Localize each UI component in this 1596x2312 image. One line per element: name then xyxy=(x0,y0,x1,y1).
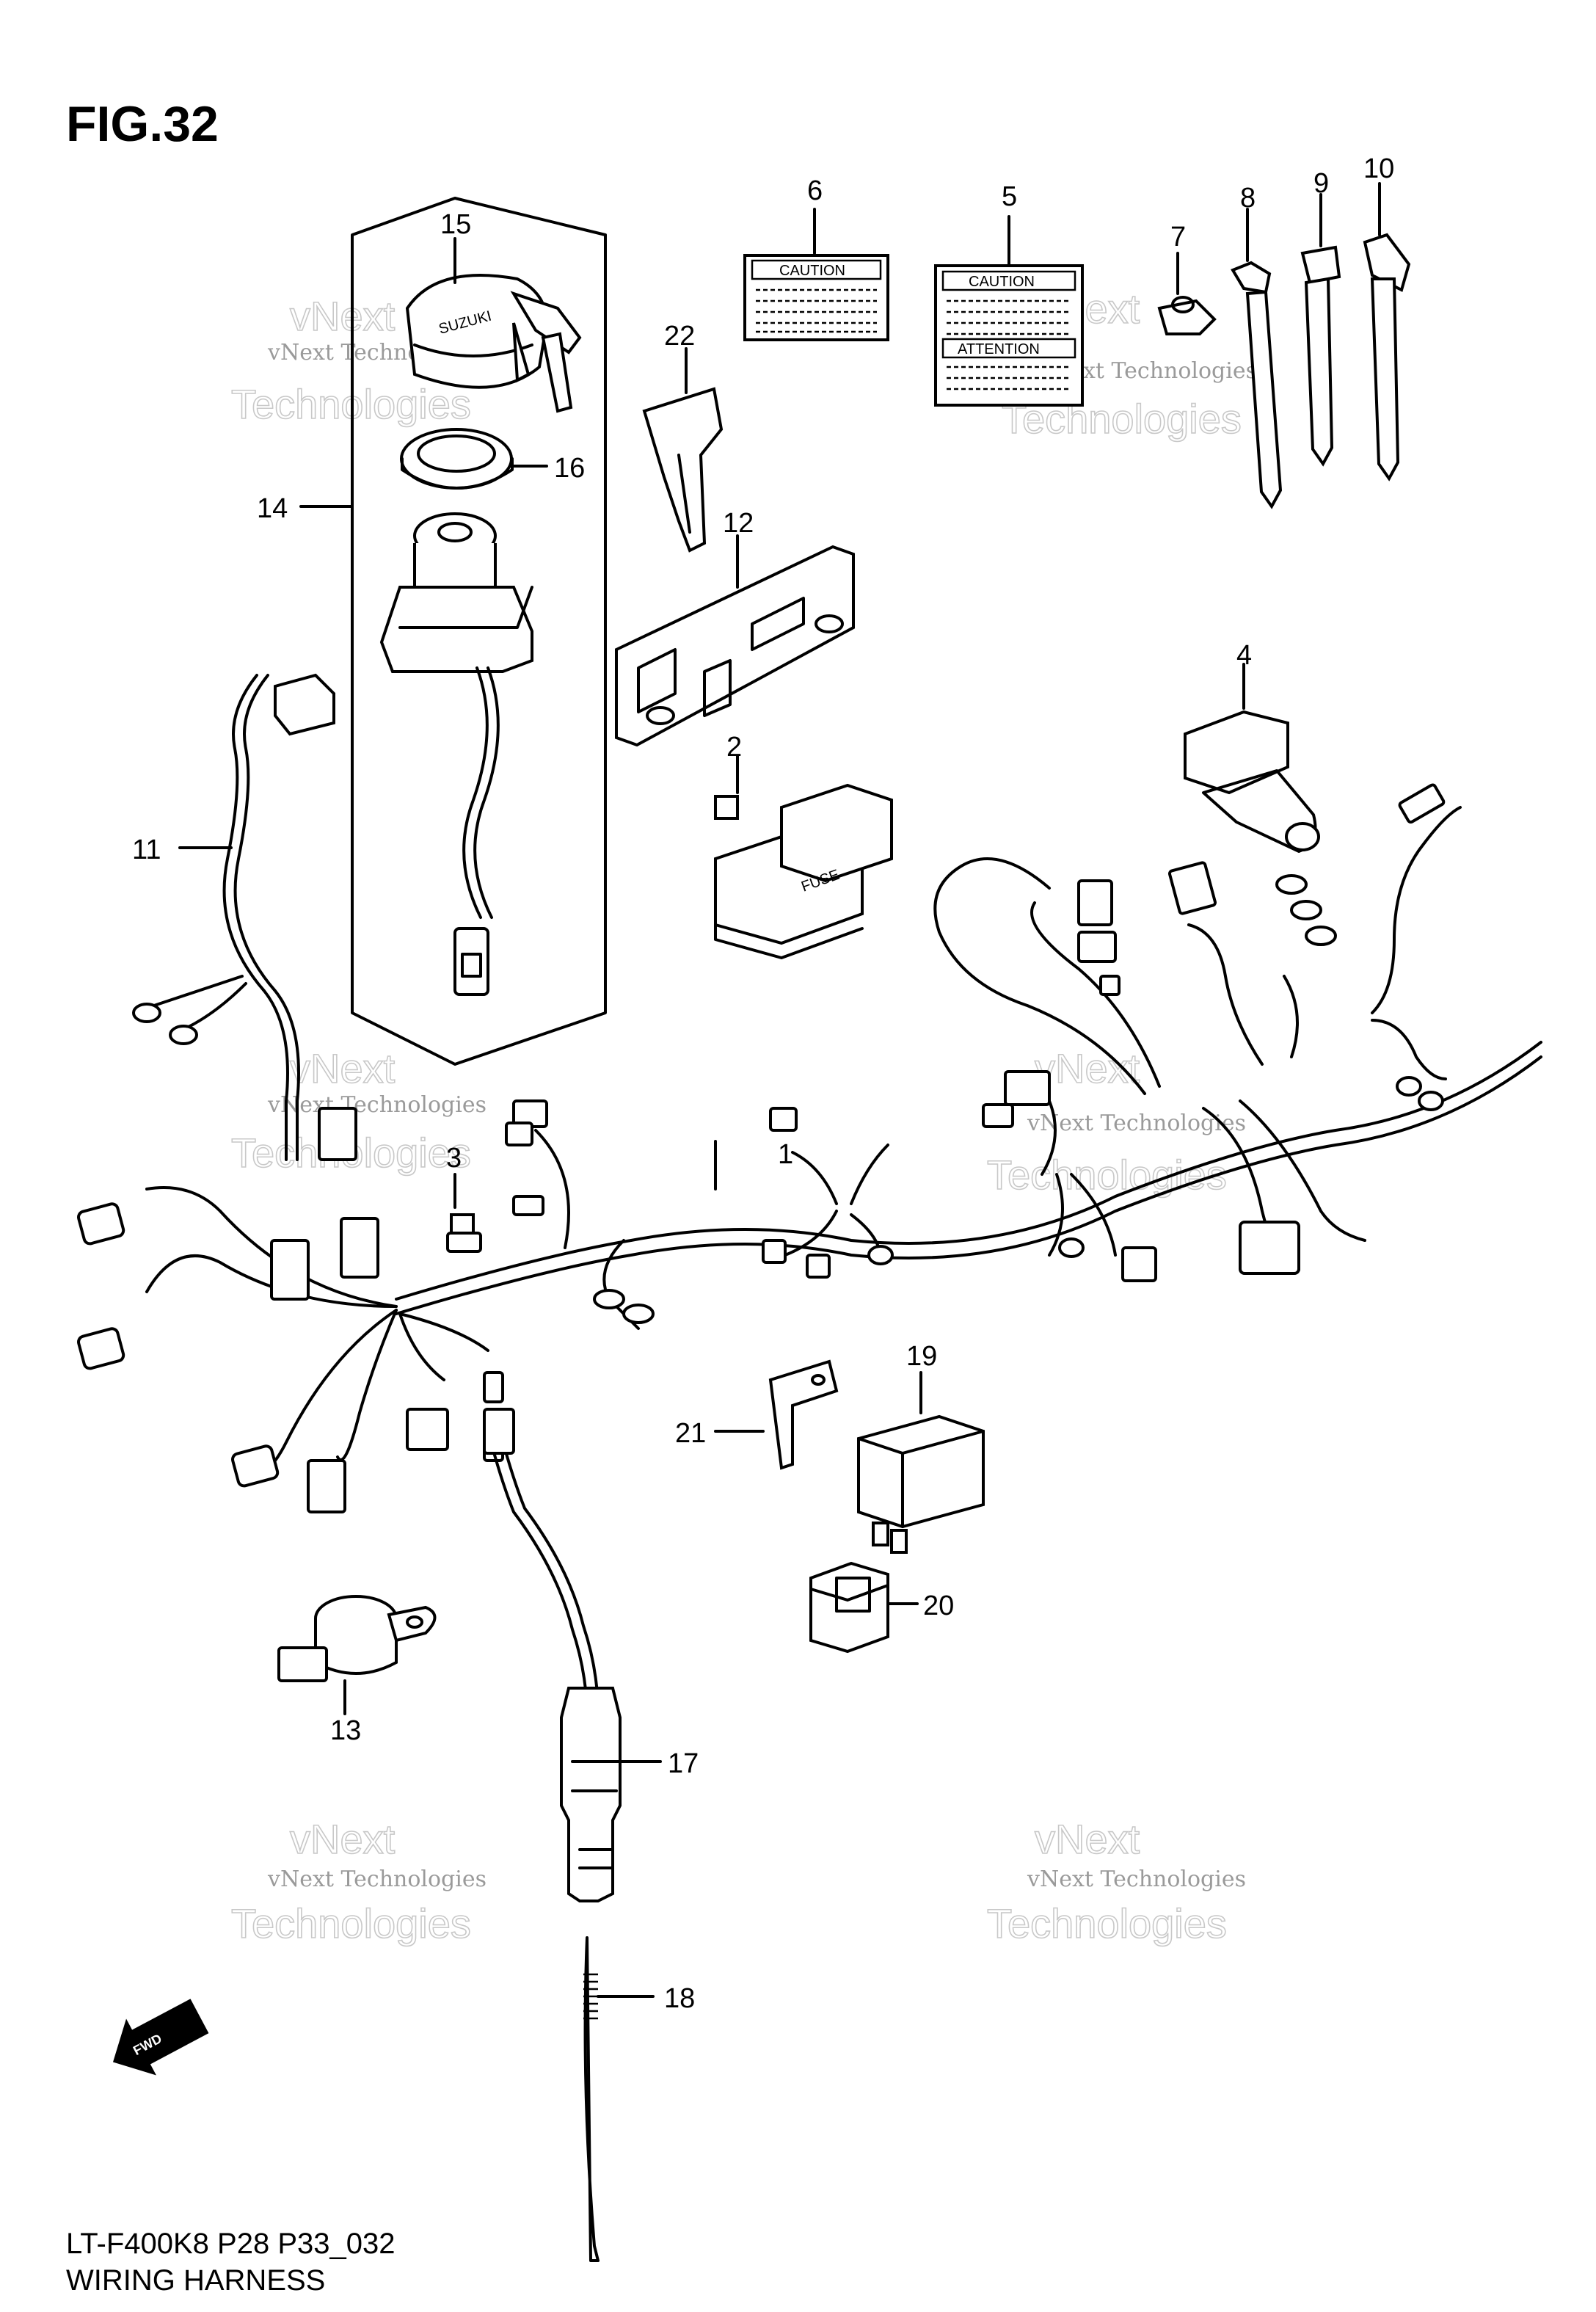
leader-lines xyxy=(178,237,919,1998)
fuse-box: FUSE xyxy=(714,783,893,959)
watermark-group-4: vNext vNext Technologies Technologies xyxy=(986,1044,1246,1199)
part-5-caution-attention-label: CAUTION ATTENTION xyxy=(934,215,1084,407)
callout-15: 15 xyxy=(440,209,471,240)
callout-9: 9 xyxy=(1313,168,1329,199)
callout-22: 22 xyxy=(664,321,695,352)
callout-19: 19 xyxy=(906,1341,937,1372)
callout-2: 2 xyxy=(726,732,742,763)
callout-13: 13 xyxy=(330,1715,361,1746)
watermark-group-5: vNext vNext Technologies Technologies xyxy=(230,1815,487,1947)
part-3-fuse xyxy=(450,1173,475,1235)
part-1-main-harness xyxy=(145,806,1542,1477)
watermark-big: Technologies xyxy=(987,1900,1227,1946)
watermark-text: vNext Technologies xyxy=(1027,1110,1246,1136)
callout-4: 4 xyxy=(1236,640,1252,671)
part-12-bracket xyxy=(615,534,855,747)
part-13-switch xyxy=(277,1595,437,1715)
callout-5: 5 xyxy=(1002,181,1017,212)
figure-title: FIG.32 xyxy=(66,96,219,152)
callout-6: 6 xyxy=(807,175,823,206)
harness-connectors xyxy=(77,783,1446,1513)
callout-21: 21 xyxy=(675,1418,706,1449)
callout-11: 11 xyxy=(132,835,161,865)
part-9-cable-tie xyxy=(1300,193,1341,467)
callout-16: 16 xyxy=(554,453,585,484)
part-16-ring-nut xyxy=(400,428,514,490)
callout-1: 1 xyxy=(778,1139,793,1170)
watermark-text: vNext Technologies xyxy=(267,1092,487,1118)
part-11-sub-harness xyxy=(132,673,357,1161)
part-4-boot xyxy=(1184,663,1320,853)
ignition-group-box xyxy=(351,197,607,1066)
part-6-caution-label: CAUTION xyxy=(743,208,889,341)
watermark-big: Technologies xyxy=(987,1152,1227,1198)
callout-18: 18 xyxy=(664,1983,695,2014)
callout-numbers: 1 2 3 4 5 6 7 8 9 10 11 12 13 14 15 16 1… xyxy=(132,153,1394,2014)
watermark-text: vNext Technologies xyxy=(1027,1866,1246,1892)
part-21-bracket xyxy=(768,1359,839,1470)
callout-8: 8 xyxy=(1240,183,1256,214)
callout-17: 17 xyxy=(668,1748,699,1779)
watermark-top-vnext: vNext xyxy=(290,1816,396,1862)
part-7-clamp xyxy=(1157,252,1217,335)
part-8-cable-tie xyxy=(1231,208,1283,509)
part-14-switch-body xyxy=(379,512,533,996)
part-22-key xyxy=(642,347,724,553)
part-19-relay xyxy=(857,1371,985,1554)
part-15-ignition-key: SUZUKI xyxy=(405,274,582,413)
attention-text: ATTENTION xyxy=(958,341,1040,357)
watermark-group-6: vNext vNext Technologies Technologies xyxy=(986,1815,1246,1947)
part-18-pin xyxy=(583,1936,600,2262)
watermark-text: vNext Technologies xyxy=(267,1866,487,1892)
part-10-cable-tie xyxy=(1363,182,1411,481)
part-2-fuse xyxy=(714,755,739,820)
watermark-top-vnext: vNext xyxy=(290,1045,396,1091)
watermark-big: Technologies xyxy=(231,1900,471,1946)
figure-name: WIRING HARNESS xyxy=(66,2264,326,2297)
watermark-group-3: vNext vNext Technologies Technologies xyxy=(230,1044,487,1177)
callout-7: 7 xyxy=(1170,222,1186,252)
watermark-top-vnext: vNext xyxy=(1035,1816,1140,1862)
forward-arrow-icon: FWD xyxy=(112,1999,209,2076)
callout-10: 10 xyxy=(1363,153,1394,184)
caution-text: CAUTION xyxy=(779,263,845,279)
caution-text: CAUTION xyxy=(969,274,1035,290)
part-17-sensor xyxy=(483,1408,622,1902)
figure-code: LT-F400K8 P28 P33_032 xyxy=(66,2228,396,2260)
part-20-coupler xyxy=(809,1561,889,1654)
callout-20: 20 xyxy=(923,1591,954,1621)
callout-12: 12 xyxy=(723,508,754,539)
callout-14: 14 xyxy=(257,493,288,524)
callout-3: 3 xyxy=(446,1143,462,1174)
watermark-top-vnext: vNext xyxy=(290,293,396,339)
